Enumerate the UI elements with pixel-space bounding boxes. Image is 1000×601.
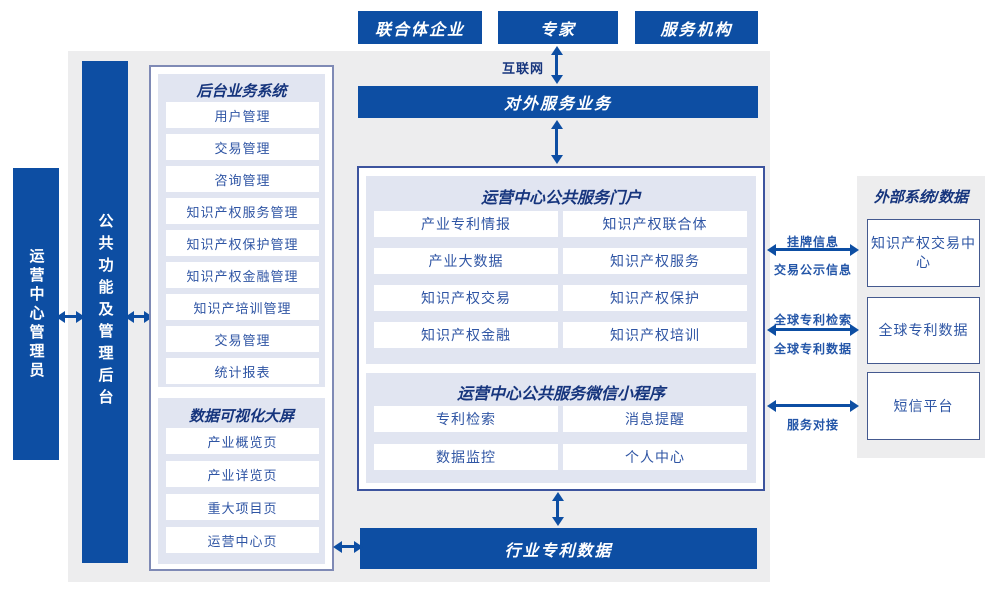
- external-service-label: 对外服务业务: [503, 96, 612, 113]
- actor-expert: 专家: [498, 11, 618, 44]
- dashboard-item: 重大项目页: [166, 494, 319, 520]
- backend-item: 交易管理: [166, 326, 319, 352]
- portal-item: 产业大数据: [374, 248, 558, 274]
- backend-system-title: 后台业务系统: [196, 83, 287, 100]
- portal-item: 知识产权联合体: [563, 211, 747, 237]
- arrow-service-to-portal: [555, 128, 558, 156]
- external-system-ip-exchange: 知识产权交易中心: [867, 219, 980, 287]
- portal-item: 知识产权培训: [563, 322, 747, 348]
- backend-item: 交易管理: [166, 134, 319, 160]
- actor-label: 专家: [539, 21, 576, 39]
- backend-item: 知识产权保护管理: [166, 230, 319, 256]
- data-visualization-title: 数据可视化大屏: [188, 408, 294, 425]
- dashboard-item: 产业详览页: [166, 461, 319, 487]
- backend-systems-box: 后台业务系统 用户管理 交易管理 咨询管理 知识产权服务管理 知识产权保护管理 …: [149, 65, 334, 571]
- mini-program-item: 消息提醒: [563, 406, 747, 432]
- admin-role-bar: 运营中心管理员: [13, 168, 59, 460]
- dashboard-item: 产业概览页: [166, 428, 319, 454]
- external-systems-group: 外部系统/数据 知识产权交易中心 全球专利数据 短信平台: [857, 176, 985, 458]
- backend-item: 咨询管理: [166, 166, 319, 192]
- mini-program-item: 数据监控: [374, 444, 558, 470]
- backend-item: 统计报表: [166, 358, 319, 384]
- actor-label: 联合体企业: [374, 21, 465, 39]
- arrow-sms-platform: [775, 404, 851, 407]
- backend-item: 知识产培训管理: [166, 294, 319, 320]
- arrow-global-patent: [775, 328, 851, 331]
- external-systems-title: 外部系统/数据: [873, 189, 969, 206]
- arrow-internet: [555, 54, 558, 76]
- backend-item: 知识产权金融管理: [166, 262, 319, 288]
- link-label-transaction-publicity: 交易公示信息: [773, 263, 852, 277]
- actor-consortium-enterprise: 联合体企业: [358, 11, 482, 44]
- arrow-ip-exchange: [775, 248, 851, 251]
- actor-service-agency: 服务机构: [635, 11, 758, 44]
- mini-program-title: 运营中心公共服务微信小程序: [456, 386, 665, 403]
- portal-panel: 运营中心公共服务门户 产业专利情报 知识产权联合体 产业大数据 知识产权服务 知…: [366, 176, 756, 364]
- backend-item: 知识产权服务管理: [166, 198, 319, 224]
- mini-program-item: 专利检索: [374, 406, 558, 432]
- portal-item: 知识产权金融: [374, 322, 558, 348]
- portal-item: 知识产权服务: [563, 248, 747, 274]
- mini-program-panel: 运营中心公共服务微信小程序 专利检索 消息提醒 数据监控 个人中心: [366, 373, 756, 483]
- link-label-service-docking: 服务对接: [786, 418, 839, 432]
- data-visualization-panel: 数据可视化大屏 产业概览页 产业详览页 重大项目页 运营中心页: [158, 398, 325, 564]
- industry-data-bar: 行业专利数据: [360, 528, 757, 569]
- external-system-sms: 短信平台: [867, 372, 980, 440]
- portal-title: 运营中心公共服务门户: [480, 190, 641, 207]
- backend-role-label: 公共功能及管理后台: [96, 213, 114, 411]
- internet-label: 互联网: [501, 61, 544, 76]
- link-label-global-patent-data: 全球专利数据: [773, 342, 852, 356]
- public-service-box: 运营中心公共服务门户 产业专利情报 知识产权联合体 产业大数据 知识产权服务 知…: [357, 166, 765, 491]
- link-label-listing-info: 挂牌信息: [786, 235, 839, 249]
- portal-item: 产业专利情报: [374, 211, 558, 237]
- arrow-admin-to-backend: [64, 315, 77, 318]
- admin-role-label: 运营中心管理员: [27, 247, 45, 381]
- portal-item: 知识产权交易: [374, 285, 558, 311]
- actor-label: 服务机构: [660, 21, 733, 39]
- backend-role-bar: 公共功能及管理后台: [82, 61, 128, 563]
- arrow-portal-to-industry-data: [556, 500, 559, 518]
- backend-item: 用户管理: [166, 102, 319, 128]
- dashboard-item: 运营中心页: [166, 527, 319, 553]
- external-system-global-patent: 全球专利数据: [867, 297, 980, 364]
- mini-program-item: 个人中心: [563, 444, 747, 470]
- portal-item: 知识产权保护: [563, 285, 747, 311]
- arrow-backend-to-systems: [133, 315, 145, 318]
- arrow-dashboard-to-industry-data: [341, 545, 355, 548]
- external-service-bar: 对外服务业务: [358, 86, 758, 118]
- link-label-global-patent-search: 全球专利检索: [773, 313, 852, 327]
- backend-system-panel: 后台业务系统 用户管理 交易管理 咨询管理 知识产权服务管理 知识产权保护管理 …: [158, 74, 325, 387]
- industry-data-label: 行业专利数据: [504, 542, 613, 560]
